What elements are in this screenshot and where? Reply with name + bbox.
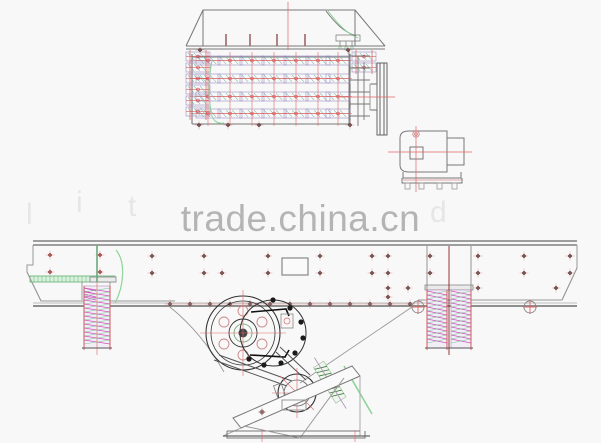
mid-rail-bolts: [165, 299, 415, 309]
hopper-stiffeners: [225, 34, 306, 46]
vibrator-shaft: [348, 50, 370, 126]
lifting-lug-right: [523, 300, 537, 314]
side-spring-column-left: [185, 50, 211, 120]
spring-support-right: [424, 246, 474, 355]
v-belt-drive: [213, 346, 311, 387]
plan-view: [185, 2, 395, 136]
nameplate: [281, 257, 309, 276]
spring-support-left: [81, 245, 117, 355]
mid-rail: [33, 302, 577, 307]
motor-plan: [388, 126, 472, 192]
side-elevation: [26, 240, 578, 442]
motor-tilt-base: [222, 365, 370, 442]
grid-center-lines-h: [190, 60, 352, 114]
deck-end-tapers: [26, 264, 578, 302]
screen-deck-body: [33, 240, 577, 246]
flexible-liner: [208, 59, 225, 124]
exciter-gussets: [169, 306, 413, 384]
counterweight-housing: [239, 297, 307, 368]
side-spring-column-right: [351, 50, 377, 74]
motor-terminal-box: [409, 146, 424, 160]
motor-base-rail: [403, 179, 462, 190]
motor-center-lines: [388, 126, 472, 192]
